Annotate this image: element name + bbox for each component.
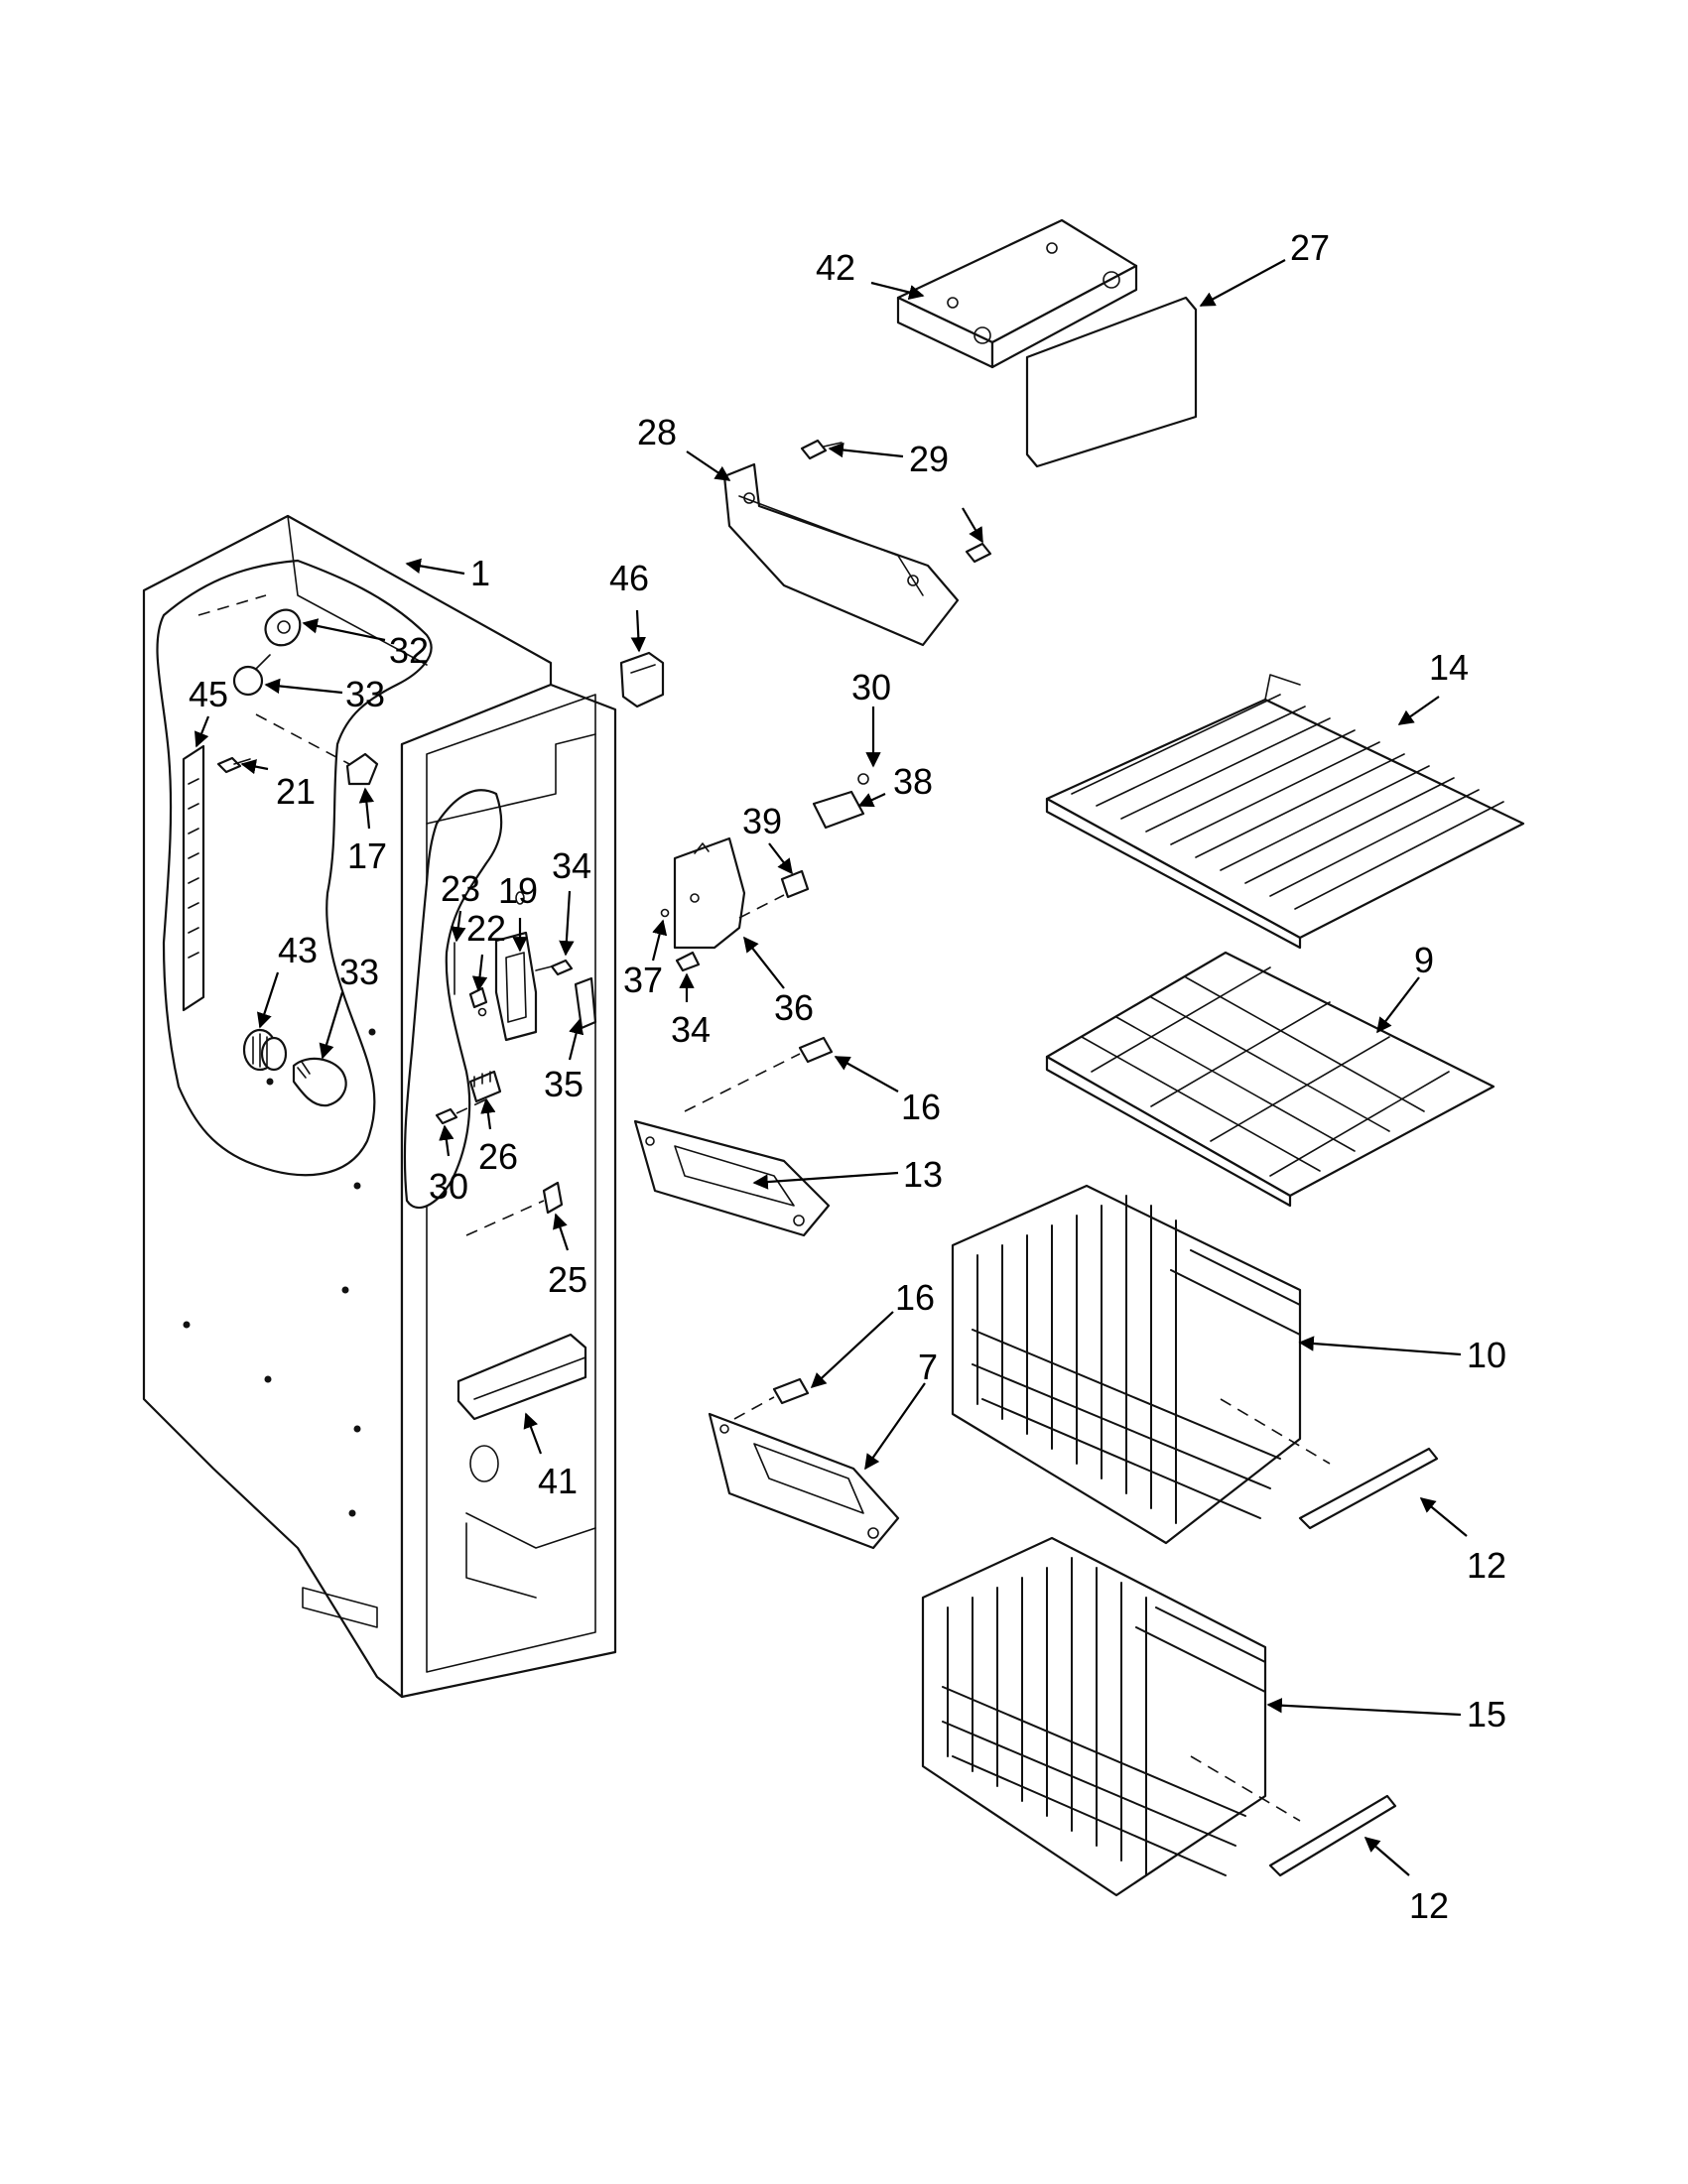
light-bulb-part-33-lower bbox=[292, 1057, 347, 1107]
callout-36: 36 bbox=[774, 987, 814, 1028]
screw-part-29-lower bbox=[965, 542, 992, 564]
fastener-part-37 bbox=[660, 908, 670, 918]
divider-strip-part-12-upper bbox=[1298, 1447, 1439, 1530]
callout-43: 43 bbox=[278, 930, 318, 970]
callout-1: 1 bbox=[470, 553, 490, 593]
callout-42: 42 bbox=[816, 247, 855, 288]
callout-45: 45 bbox=[189, 674, 228, 714]
motor-cover-part-36 bbox=[673, 836, 746, 950]
callout-46: 46 bbox=[609, 558, 649, 598]
basket-part-15 bbox=[921, 1536, 1301, 1897]
divider-strip-part-12-lower bbox=[1268, 1794, 1397, 1877]
callout-30-right: 30 bbox=[851, 667, 891, 707]
shelf-part-14 bbox=[1045, 674, 1525, 950]
clip-part-17 bbox=[255, 713, 379, 786]
clip-part-46 bbox=[619, 651, 665, 708]
callout-7: 7 bbox=[918, 1347, 938, 1387]
control-housing-part-19 bbox=[494, 891, 538, 1042]
callout-12-upper: 12 bbox=[1467, 1545, 1506, 1586]
control-panel-part-7 bbox=[708, 1412, 900, 1550]
ladder-rack-part-45 bbox=[182, 744, 205, 1012]
callout-30-left: 30 bbox=[429, 1166, 468, 1207]
callout-13: 13 bbox=[903, 1154, 943, 1195]
callout-25: 25 bbox=[548, 1259, 587, 1300]
switch-part-25 bbox=[465, 1181, 564, 1236]
callout-19: 19 bbox=[498, 870, 538, 911]
callout-34-left: 34 bbox=[552, 845, 591, 886]
callout-9: 9 bbox=[1414, 940, 1434, 980]
shelf-part-9 bbox=[1045, 951, 1495, 1208]
panel-part-27 bbox=[1025, 296, 1198, 468]
leader-lines bbox=[194, 259, 1468, 1876]
callout-27: 27 bbox=[1290, 227, 1330, 268]
callout-41: 41 bbox=[538, 1461, 578, 1501]
callout-29: 29 bbox=[909, 439, 949, 479]
callout-23: 23 bbox=[441, 868, 480, 909]
light-socket-part-32 bbox=[197, 594, 302, 647]
housing-part-28 bbox=[722, 462, 960, 647]
callout-33-lower: 33 bbox=[339, 952, 379, 992]
callout-28: 28 bbox=[637, 412, 677, 452]
light-socket-part-43 bbox=[242, 1028, 288, 1072]
hinge-part-42 bbox=[896, 218, 1138, 369]
callout-38: 38 bbox=[893, 761, 933, 802]
control-panel-part-13 bbox=[633, 1119, 831, 1237]
callout-34-right: 34 bbox=[671, 1009, 711, 1050]
fastener-part-39 bbox=[738, 869, 810, 919]
callout-labels: 1 7 9 10 12 12 13 14 15 16 16 17 19 21 2… bbox=[189, 227, 1506, 1926]
callout-39: 39 bbox=[742, 801, 782, 841]
callout-12-lower: 12 bbox=[1409, 1885, 1449, 1926]
callout-10: 10 bbox=[1467, 1335, 1506, 1375]
callout-15: 15 bbox=[1467, 1694, 1506, 1734]
clip-part-35 bbox=[574, 976, 597, 1030]
callout-35: 35 bbox=[544, 1064, 584, 1104]
light-bulb-part-33-upper bbox=[232, 654, 271, 697]
callout-32: 32 bbox=[389, 630, 429, 671]
screw-part-34-left bbox=[535, 959, 574, 976]
callout-16-lower: 16 bbox=[895, 1277, 935, 1318]
screw-part-16-lower bbox=[733, 1377, 810, 1420]
callout-22: 22 bbox=[466, 908, 506, 949]
callout-14: 14 bbox=[1429, 647, 1469, 688]
callout-21: 21 bbox=[276, 771, 316, 812]
callout-37: 37 bbox=[623, 960, 663, 1000]
cover-part-41 bbox=[456, 1333, 587, 1421]
callout-16-upper: 16 bbox=[901, 1087, 941, 1127]
callout-33-upper: 33 bbox=[345, 674, 385, 714]
callout-26: 26 bbox=[478, 1136, 518, 1177]
basket-part-10 bbox=[951, 1184, 1331, 1545]
callout-17: 17 bbox=[347, 835, 387, 876]
circuit-board-part-38 bbox=[812, 773, 869, 830]
screw-part-34-right bbox=[675, 951, 701, 972]
screw-part-16-upper bbox=[684, 1036, 834, 1112]
bracket-part-26 bbox=[468, 1070, 502, 1103]
